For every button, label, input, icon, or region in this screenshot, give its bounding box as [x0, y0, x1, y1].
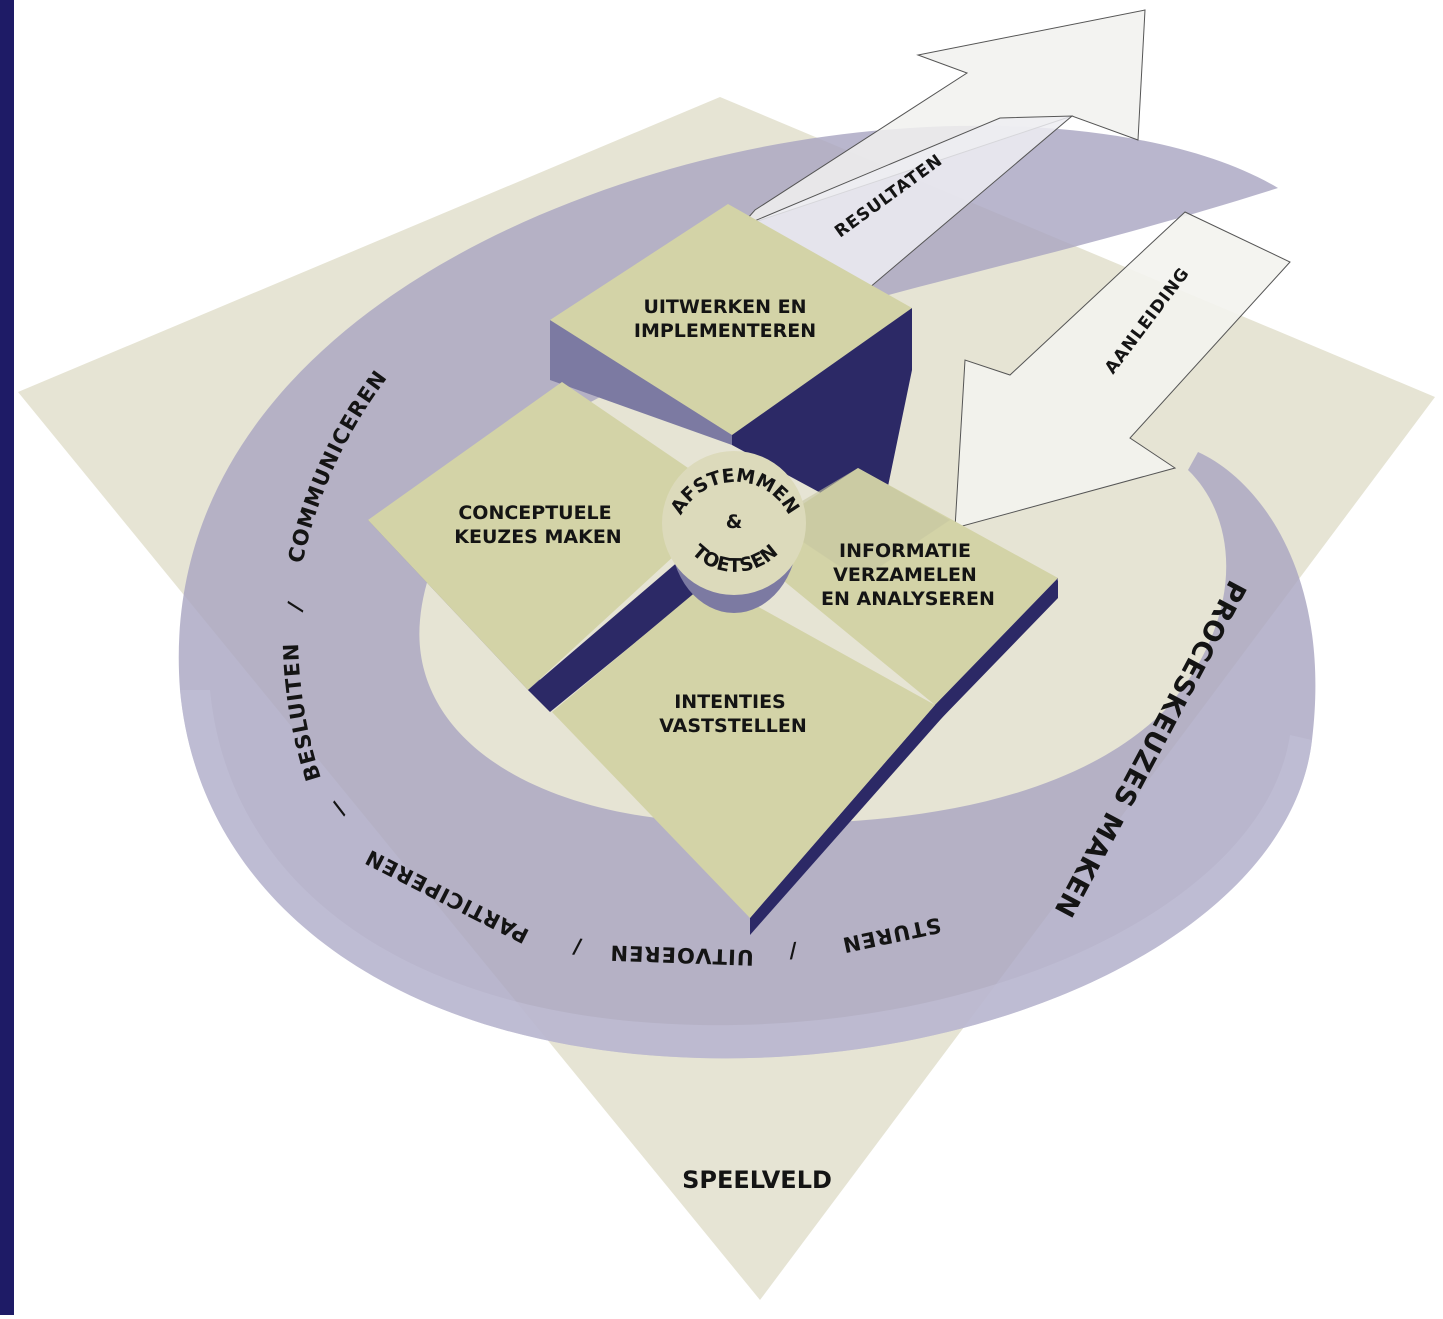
uitwerken-label-1: UITWERKEN EN: [643, 296, 806, 318]
block-uitwerken-side-left: [550, 320, 732, 445]
left-frame-strip: [0, 0, 14, 1315]
speelveld-label: SPEELVELD: [682, 1166, 832, 1194]
ring-label-uitvoeren: UITVOEREN: [609, 940, 754, 969]
intenties-label-2: VASTSTELLEN: [659, 715, 806, 737]
uitwerken-label-2: IMPLEMENTEREN: [634, 320, 816, 342]
informatie-label-3: EN ANALYSEREN: [821, 588, 995, 610]
ring-separator-4: /: [787, 939, 797, 964]
resultaten-arrow: [738, 9, 1146, 229]
block-conceptueel-top: [368, 382, 735, 690]
center-disc: [662, 451, 806, 595]
aanleiding-arrow: [954, 211, 1291, 529]
block-informatie-shade: [770, 468, 950, 580]
ring-separator-3: /: [570, 934, 583, 959]
center-shadow: [528, 560, 718, 712]
outer-process-ring: [178, 125, 1316, 1059]
conceptueel-label-1: CONCEPTUELE: [458, 502, 611, 524]
intenties-label-1: INTENTIES: [674, 691, 786, 713]
block-uitwerken-top: [550, 204, 912, 435]
block-intenties-side: [750, 578, 1058, 935]
center-label-amp: &: [726, 511, 743, 533]
informatie-label-1: INFORMATIE: [839, 540, 971, 562]
block-intenties-top: [552, 580, 935, 918]
informatie-label-2: VERZAMELEN: [833, 564, 977, 586]
conceptueel-label-2: KEUZES MAKEN: [454, 526, 621, 548]
